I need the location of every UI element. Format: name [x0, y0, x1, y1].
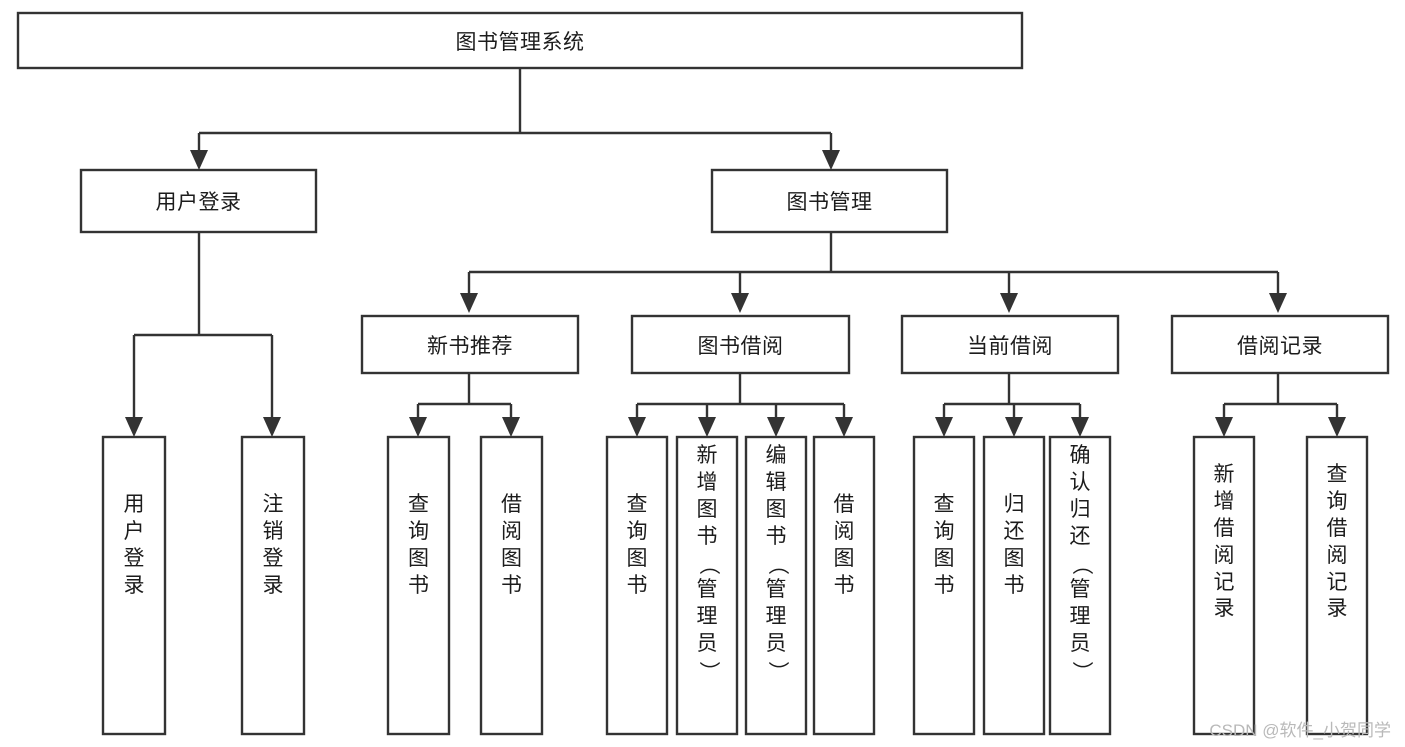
node-box-borrow-record[interactable] — [1170, 314, 1390, 375]
arrowhead-record-leaf1 — [1215, 417, 1233, 437]
arrowhead-current-leaf3 — [1071, 417, 1089, 437]
arrowhead-book-mgmt-c3 — [1000, 293, 1018, 313]
connector-group-new-book-rec — [409, 373, 520, 437]
node-box-leaf-query-borrow-record[interactable] — [1305, 435, 1369, 736]
node-box-current-borrow[interactable] — [900, 314, 1120, 375]
connector-group-user-login — [125, 232, 281, 437]
node-box-leaf-return-book[interactable] — [982, 435, 1046, 736]
arrowhead-newbook-leaf1 — [409, 417, 427, 437]
node-box-leaf-query-book-1[interactable] — [386, 435, 451, 736]
node-box-leaf-borrow-book-2[interactable] — [812, 435, 876, 736]
node-box-leaf-add-borrow-record[interactable] — [1192, 435, 1256, 736]
node-box-leaf-query-book-3[interactable] — [912, 435, 976, 736]
arrowhead-borrow-leaf2 — [698, 417, 716, 437]
arrowhead-borrow-leaf3 — [767, 417, 785, 437]
connector-group-current-borrow — [935, 373, 1089, 437]
arrowhead-record-leaf2 — [1328, 417, 1346, 437]
arrowhead-user-login-leaf2 — [263, 417, 281, 437]
arrowhead-root-to-user-login — [190, 150, 208, 170]
arrowhead-borrow-leaf1 — [628, 417, 646, 437]
arrowhead-book-mgmt-c1 — [460, 293, 478, 313]
node-box-leaf-user-login[interactable] — [101, 435, 167, 736]
connector-group-root — [190, 68, 840, 170]
arrowhead-current-leaf2 — [1005, 417, 1023, 437]
node-box-leaf-confirm-return-admin[interactable] — [1048, 435, 1112, 736]
node-box-book-borrow[interactable] — [630, 314, 851, 375]
arrowhead-root-to-book-mgmt — [822, 150, 840, 170]
node-box-root[interactable] — [16, 11, 1024, 70]
arrowhead-book-mgmt-c4 — [1269, 293, 1287, 313]
arrowhead-newbook-leaf2 — [502, 417, 520, 437]
arrowhead-borrow-leaf4 — [835, 417, 853, 437]
arrowhead-user-login-leaf1 — [125, 417, 143, 437]
node-box-leaf-borrow-book-1[interactable] — [479, 435, 544, 736]
arrowhead-current-leaf1 — [935, 417, 953, 437]
node-box-user-login[interactable] — [79, 168, 318, 234]
node-box-book-management[interactable] — [710, 168, 949, 234]
connector-group-book-mgmt — [460, 232, 1287, 313]
connector-group-borrow-record — [1215, 373, 1346, 437]
connector-group-book-borrow — [628, 373, 853, 437]
node-box-leaf-query-book-2[interactable] — [605, 435, 669, 736]
node-box-leaf-edit-book-admin[interactable] — [744, 435, 808, 736]
node-box-leaf-add-book-admin[interactable] — [675, 435, 739, 736]
node-box-new-book-recommend[interactable] — [360, 314, 580, 375]
arrowhead-book-mgmt-c2 — [731, 293, 749, 313]
node-box-leaf-logout[interactable] — [240, 435, 306, 736]
